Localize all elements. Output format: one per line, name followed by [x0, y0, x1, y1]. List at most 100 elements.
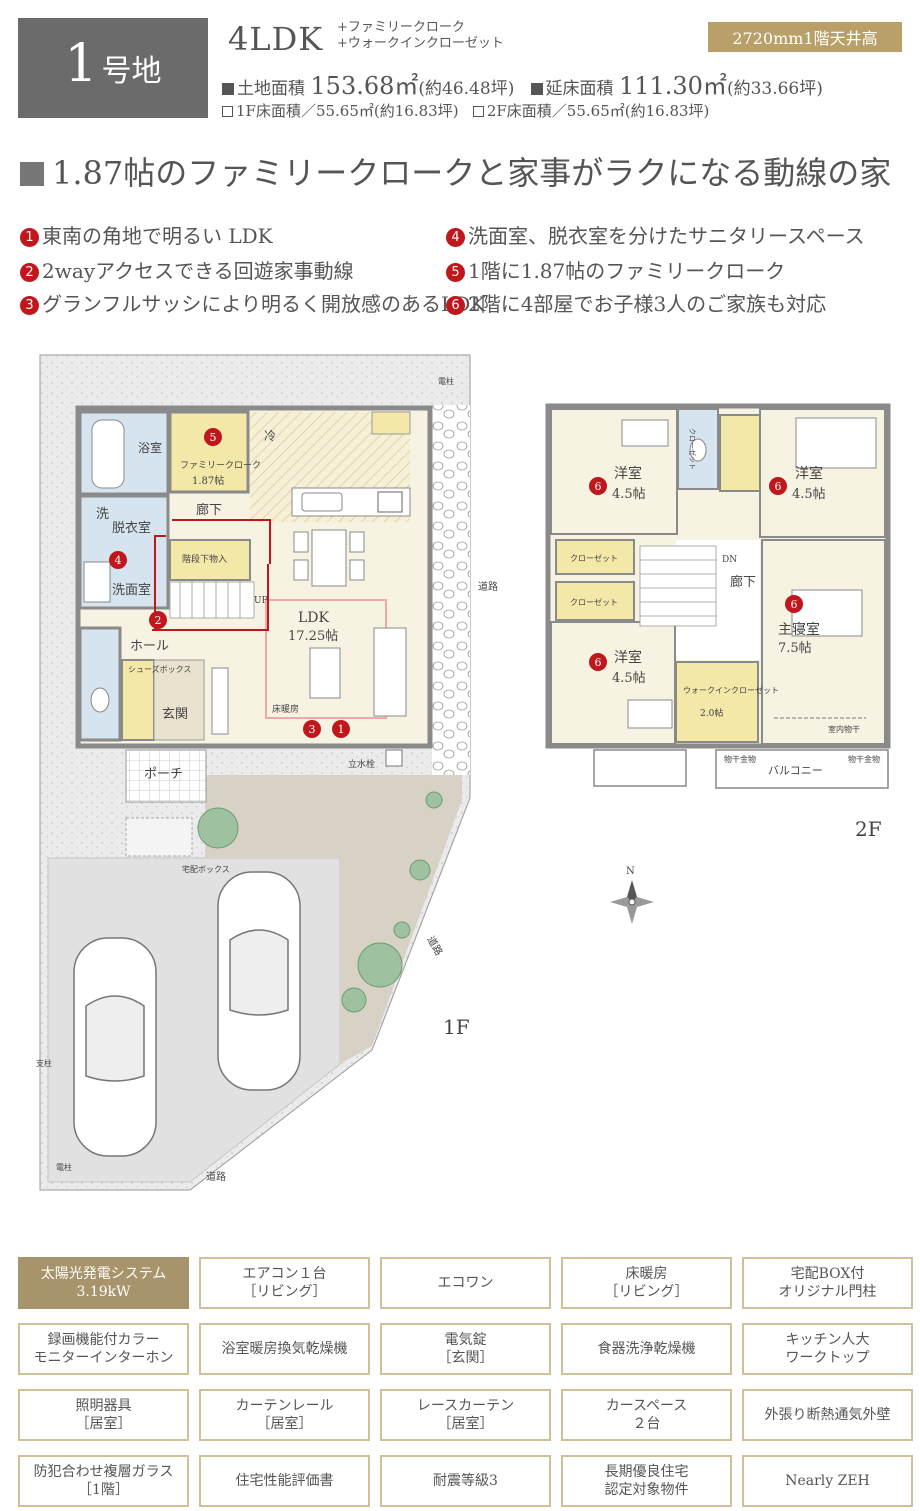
label-wash-mark: 洗: [96, 507, 109, 522]
equipment-item-line1: 録画機能付カラー: [47, 1332, 160, 1348]
label-2f-sw-size: 4.5帖: [612, 671, 646, 686]
filled-square-icon: [222, 83, 234, 95]
equipment-item-line2: ［居室］: [75, 1416, 132, 1432]
floor-area-label: 延床面積: [545, 79, 614, 99]
label-floor-heating: 床暖房: [272, 703, 299, 715]
equipment-item-line1: 住宅性能評価書: [235, 1473, 334, 1489]
equipment-item-line1: 防犯合わせ複層ガラス: [33, 1464, 174, 1480]
tree-icon: [197, 791, 443, 1013]
badge-1: 1: [338, 723, 345, 736]
equipment-item-line1: 太陽光発電システム: [40, 1266, 167, 1282]
filled-square-icon: [530, 83, 543, 95]
land-area-value: 153.68㎡: [310, 72, 419, 100]
closet-2f-top: [719, 414, 761, 492]
equipment-item-line1: 床暖房: [625, 1266, 668, 1282]
badge-3: 3: [309, 723, 316, 736]
label-support-pole: 支柱: [36, 1058, 52, 1068]
equipment-item-line1: 食器洗浄乾燥機: [597, 1341, 696, 1357]
ceiling-height-badge: 2720mm1階天井高: [708, 22, 902, 52]
equipment-item-line1: 照明器具: [75, 1398, 132, 1414]
label-family-cloak: ファミリークローク: [180, 460, 261, 471]
plan-options: +ファミリークローク +ウォークインクローゼット: [337, 20, 504, 52]
land-area-label: 土地面積: [237, 79, 305, 99]
number-badge: 2: [20, 263, 39, 282]
equipment-item: レースカーテン［居室］: [380, 1389, 551, 1441]
label-2f-nw-size: 4.5帖: [612, 487, 646, 502]
label-2f-corridor: 廊下: [730, 574, 756, 590]
equipment-item-line1: 浴室暖房換気乾燥機: [221, 1341, 348, 1357]
lot-number-box: 1 号地: [18, 18, 208, 118]
equipment-item-line1: キッチン人大: [785, 1332, 870, 1348]
equipment-item: 食器洗浄乾燥機: [561, 1323, 732, 1375]
badge-6: 6: [595, 480, 602, 493]
room-toilet: [78, 626, 122, 742]
driveway-paving: [205, 775, 462, 1064]
label-porch: ポーチ: [144, 767, 183, 782]
equipment-item-line2: 3.19kW: [76, 1284, 131, 1300]
equipment-item: 浴室暖房換気乾燥機: [199, 1323, 370, 1375]
label-ldk-size: 17.25帖: [288, 629, 338, 644]
equipment-item: カーテンレール［居室］: [199, 1389, 370, 1441]
equipment-item-line1: Nearly ZEH: [785, 1473, 870, 1489]
label-up: UP: [254, 596, 268, 606]
equipment-item: エコワン: [380, 1257, 551, 1309]
equipment-item-line1: カースペース: [605, 1398, 688, 1414]
equipment-item-line1: 耐震等級3: [433, 1473, 498, 1489]
equipment-item-line2: 認定対象物件: [604, 1482, 689, 1498]
label-wic-size: 2.0帖: [700, 707, 723, 719]
label-pole-top: 電柱: [438, 376, 454, 386]
equipment-item-line1: カーテンレール: [235, 1398, 334, 1414]
label-road-east: 道路: [478, 580, 498, 593]
f2-floor-area: 2F床面積／55.65㎡(約16.83坪): [486, 102, 710, 120]
label-dn: DN: [722, 555, 737, 565]
equipment-item-line1: レースカーテン: [416, 1398, 515, 1414]
stair-2f: [639, 545, 717, 627]
badge-6: 6: [791, 598, 798, 611]
outline-square-icon: [222, 106, 233, 117]
car-icon: [73, 871, 301, 1157]
closet-2f-left-2: [555, 581, 635, 621]
equipment-item-line2: ２台: [632, 1416, 661, 1432]
equipment-item-line1: 宅配BOX付: [790, 1266, 865, 1282]
floor2-label: 2F: [855, 817, 882, 841]
headline-text: 1.87帖のファミリークロークと家事がラクになる動線の家: [52, 154, 892, 192]
label-2f-ne-size: 4.5帖: [792, 487, 826, 502]
stair-treads: [169, 581, 255, 619]
label-2f-master: 主寝室: [778, 621, 820, 638]
closet-2f-left-1: [555, 539, 635, 575]
room-family-cloak: [168, 410, 250, 494]
label-corridor: 廊下: [196, 502, 222, 518]
filled-square-icon: [20, 162, 44, 186]
floor1-label: 1F: [443, 1015, 470, 1039]
label-hall: ホール: [130, 639, 169, 654]
equipment-item: Nearly ZEH: [742, 1455, 913, 1507]
number-badge: 3: [20, 296, 39, 315]
plan-type: 4LDK: [228, 20, 324, 58]
equipment-item: 電気錠［玄関］: [380, 1323, 551, 1375]
number-badge: 5: [446, 263, 465, 282]
label-drying-hw-2: 物干金物: [848, 754, 880, 764]
land-area-tsubo: (約46.48坪): [418, 79, 515, 99]
label-2f-master-size: 7.5帖: [778, 641, 812, 656]
plan-option-1: +ファミリークローク: [337, 20, 465, 35]
label-2f-ne-room: 洋室: [795, 465, 823, 482]
label-bath: 浴室: [138, 440, 162, 455]
equipment-item: 床暖房 ［リビング］: [561, 1257, 732, 1309]
f1-floor-area: 1F床面積／55.65㎡(約16.83坪): [236, 102, 459, 120]
equipment-item-line1: 外張り断熱通気外壁: [764, 1407, 891, 1423]
equipment-item-line2: オリジナル門柱: [778, 1284, 877, 1300]
equipment-item-line1: 電気錠: [444, 1332, 487, 1348]
label-road-south: 道路: [206, 1170, 226, 1183]
balcony: [715, 749, 889, 789]
stone-border: [432, 405, 470, 775]
number-badge: 1: [20, 228, 39, 247]
badge-5: 5: [210, 431, 217, 444]
equipment-item-line2: ［リビング］: [604, 1284, 689, 1300]
label-drying-hw-1: 物干金物: [724, 754, 756, 764]
label-closet-1: クローゼット: [570, 553, 618, 563]
equipment-item-line1: 長期優良住宅: [604, 1464, 689, 1480]
